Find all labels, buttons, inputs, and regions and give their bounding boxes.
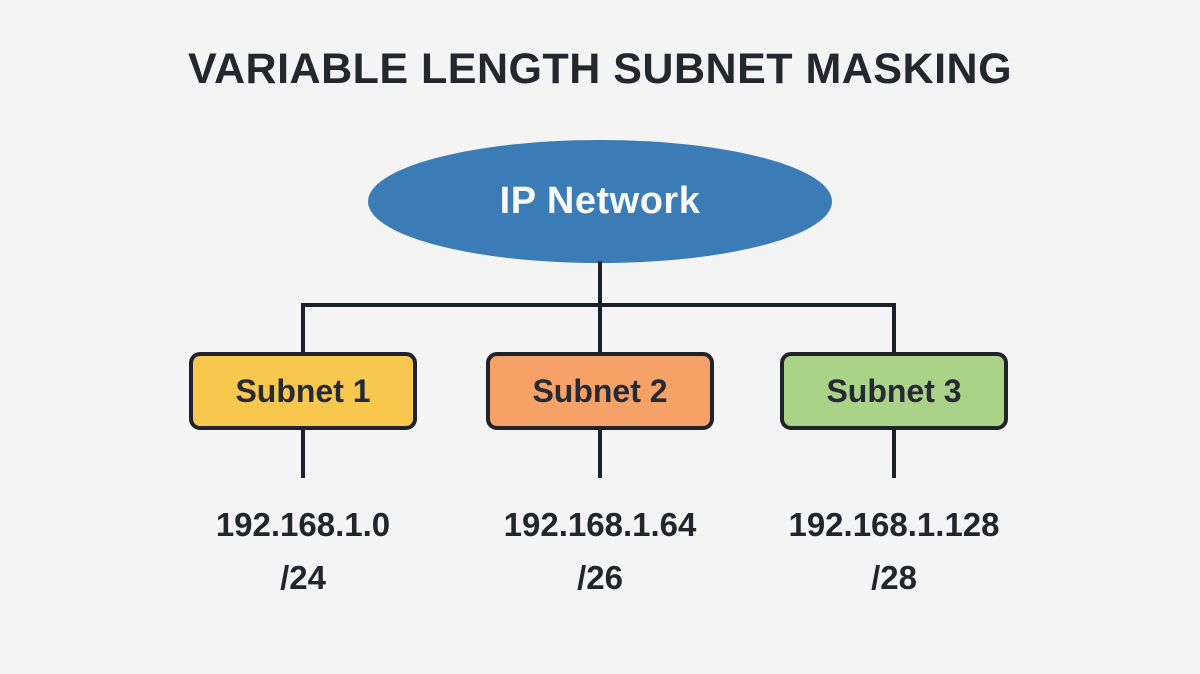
stub-line-subnet-1 bbox=[301, 429, 305, 478]
subnet-1-address-block: 192.168.1.0 /24 bbox=[133, 498, 473, 604]
ip-network-node: IP Network bbox=[368, 140, 832, 263]
subnet-1-label: Subnet 1 bbox=[235, 372, 371, 409]
drop-line-subnet-3 bbox=[892, 303, 896, 354]
diagram-title: VARIABLE LENGTH SUBNET MASKING bbox=[187, 45, 1013, 93]
subnet-3-address-block: 192.168.1.128 /28 bbox=[724, 498, 1064, 604]
subnet-2-network-address: 192.168.1.64 bbox=[503, 506, 697, 543]
stub-line-subnet-3 bbox=[892, 429, 896, 478]
subnet-2-mask: /26 bbox=[577, 559, 623, 596]
subnet-3-network-address: 192.168.1.128 bbox=[788, 506, 1000, 543]
drop-line-subnet-2 bbox=[598, 303, 602, 354]
subnet-1-node: Subnet 1 bbox=[189, 352, 417, 430]
subnet-1-network-address: 192.168.1.0 bbox=[215, 506, 391, 543]
subnet-2-label: Subnet 2 bbox=[532, 372, 668, 409]
subnet-2-address-block: 192.168.1.64 /26 bbox=[430, 498, 770, 604]
subnet-3-label: Subnet 3 bbox=[826, 372, 962, 409]
trunk-connector-line bbox=[598, 261, 602, 306]
subnet-2-node: Subnet 2 bbox=[486, 352, 714, 430]
subnet-3-node: Subnet 3 bbox=[780, 352, 1008, 430]
stub-line-subnet-2 bbox=[598, 429, 602, 478]
subnet-3-mask: /28 bbox=[871, 559, 917, 596]
ip-network-label: IP Network bbox=[499, 180, 701, 222]
subnet-1-mask: /24 bbox=[280, 559, 326, 596]
drop-line-subnet-1 bbox=[301, 303, 305, 354]
